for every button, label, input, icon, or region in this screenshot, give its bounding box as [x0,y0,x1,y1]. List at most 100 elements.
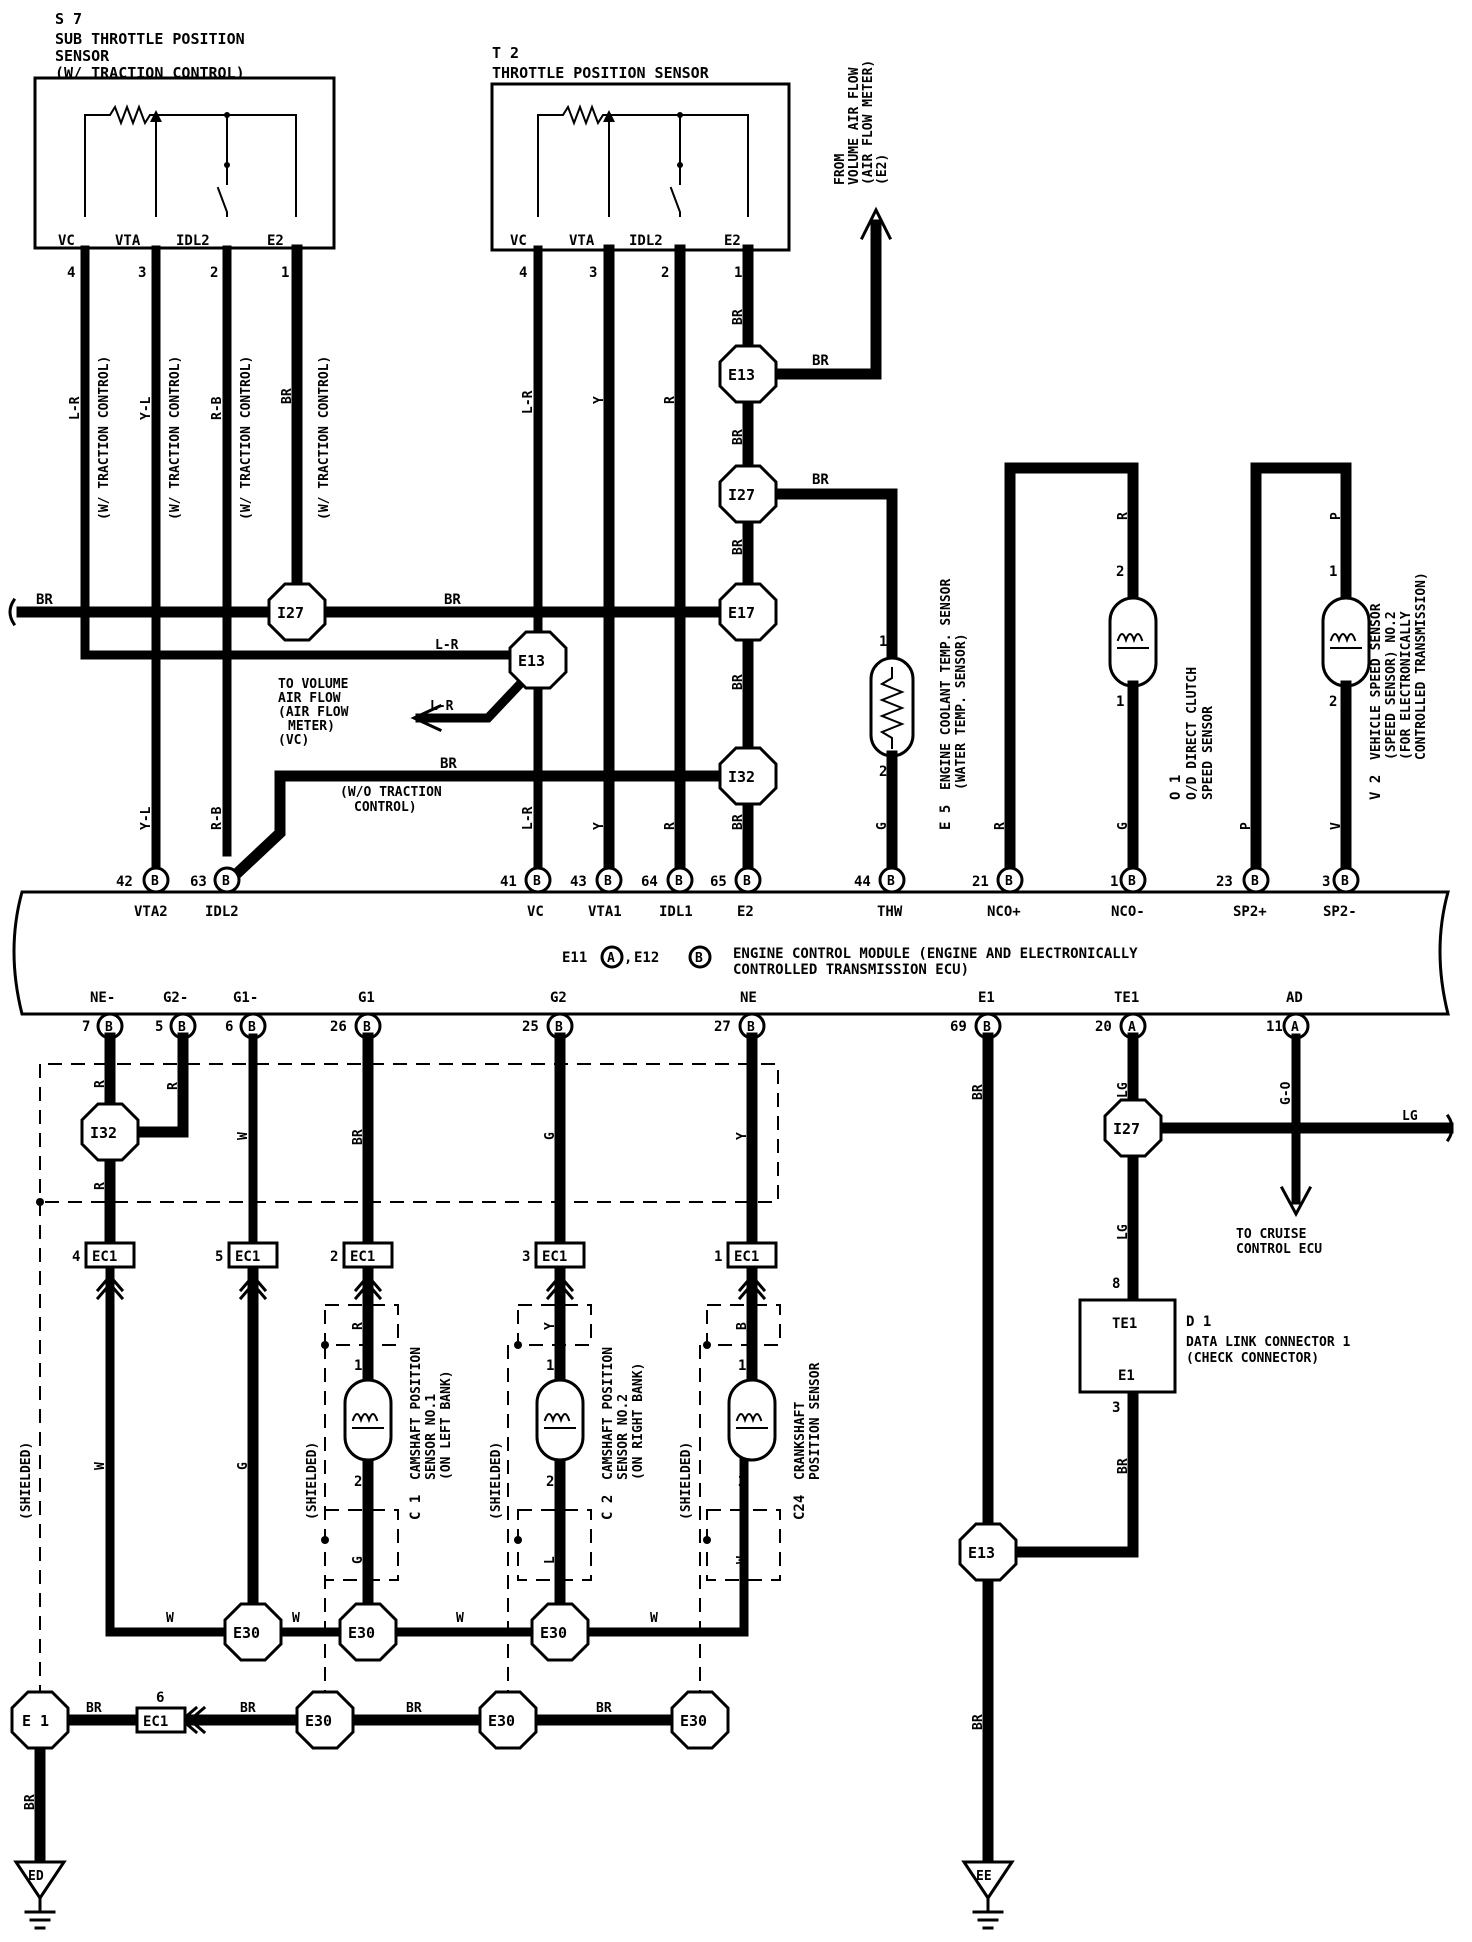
svg-text:P: P [1329,512,1344,520]
sub-throttle-sensor: S 7 SUB THROTTLE POSITION SENSOR (W/ TRA… [33,10,336,281]
svg-text:6: 6 [225,1019,233,1035]
svg-text:VEHICLE SPEED SENSOR: VEHICLE SPEED SENSOR [1369,603,1384,760]
wire-color-labels-bottom: R R R W BR G Y W G R G Y L B W BR BR BR … [23,1080,1418,1810]
svg-text:B: B [747,1020,755,1035]
svg-text:20: 20 [1095,1019,1112,1035]
svg-text:5: 5 [215,1249,223,1265]
svg-text:L-R: L-R [68,396,83,420]
svg-text:E30: E30 [305,1712,332,1730]
svg-text:C 1: C 1 [408,1495,424,1520]
svg-text:SP2-: SP2- [1323,904,1357,920]
s7-pin-idl2: IDL2 [176,233,210,249]
svg-text:METER): METER) [288,719,335,734]
svg-text:63: 63 [190,874,207,890]
svg-text:W: W [650,1611,658,1626]
svg-text:BR: BR [731,674,746,690]
svg-text:L-R: L-R [521,806,536,830]
svg-text:BR: BR [731,539,746,555]
svg-text:(SPEED SENSOR) NO.2: (SPEED SENSOR) NO.2 [1384,611,1399,760]
svg-text:L: L [543,1556,558,1564]
ground-ed: ED [13,1860,67,1930]
s7-resistor [84,104,297,217]
svg-text:A: A [1128,1020,1136,1035]
camshaft-sensor-1: 1 2 C 1 CAMSHAFT POSITION SENSOR NO.1 (O… [343,1347,454,1520]
svg-text:G-O: G-O [1279,1081,1294,1105]
svg-text:B: B [1005,874,1013,889]
svg-text:G: G [543,1132,558,1140]
s7-name: SUB THROTTLE POSITION [55,30,245,48]
svg-text:B: B [743,874,751,889]
e17-connector: E17 [728,604,755,622]
bottom-junction-connectors: I32 E30 E30 E30 E 1 E30 E30 E30 I27 E13 [10,1098,1163,1750]
svg-text:E2: E2 [737,904,754,920]
svg-text:E30: E30 [348,1624,375,1642]
svg-text:EC1: EC1 [235,1249,260,1265]
svg-text:BR: BR [280,388,295,404]
ecm-title: E11 A , E12 B ENGINE CONTROL MODULE (ENG… [562,945,1138,978]
svg-text:SPEED SENSOR: SPEED SENSOR [1201,706,1216,800]
svg-text:E30: E30 [488,1712,515,1730]
svg-text:E1: E1 [1118,1368,1135,1384]
svg-text:D 1: D 1 [1186,1314,1211,1330]
t2-pin-e2: E2 [724,233,741,249]
svg-text:E1: E1 [978,990,995,1006]
svg-text:EC1: EC1 [143,1714,168,1730]
svg-text:42: 42 [116,874,133,890]
svg-text:W: W [456,1611,464,1626]
svg-text:(ON RIGHT BANK): (ON RIGHT BANK) [631,1363,646,1480]
svg-text:R: R [1116,512,1131,520]
ecm-bottom-pin-numbers: 7 5 6 26 25 27 69 20 11 [82,1019,1283,1035]
s7-pin-e2: E2 [267,233,284,249]
svg-text:CONTROLLED TRANSMISSION ECU): CONTROLLED TRANSMISSION ECU) [733,962,969,978]
svg-text:1: 1 [1329,564,1337,580]
svg-text:E 5: E 5 [938,805,954,830]
svg-text:LG: LG [1402,1109,1418,1124]
s7-pin-vta: VTA [115,233,141,249]
svg-text:Y: Y [592,822,607,830]
svg-text:G1-: G1- [233,990,258,1006]
from-air-flow-label: FROM VOLUME AIR FLOW (AIR FLOW METER) (E… [833,60,890,185]
svg-text:Y-L: Y-L [139,396,154,420]
svg-text:65: 65 [710,874,727,890]
svg-text:BR: BR [1116,1458,1131,1474]
svg-text:1: 1 [354,1358,362,1374]
svg-text:(FOR ELECTRONICALLY: (FOR ELECTRONICALLY [1399,611,1414,760]
svg-text:TO CRUISE: TO CRUISE [1236,1227,1306,1242]
svg-text:E30: E30 [680,1712,707,1730]
svg-text:BR: BR [23,1794,38,1810]
svg-text:69: 69 [950,1019,967,1035]
svg-text:R: R [993,822,1008,830]
svg-text:R: R [663,396,678,404]
ecm-bottom-pins: B B B B B B B A A [96,1012,1310,1040]
crankshaft-sensor: 1 2 C24 CRANKSHAFT POSITION SENSOR [727,1358,823,1520]
top-junction-connectors: I27 E13 I27 E17 E13 I32 [267,344,778,806]
svg-text:G: G [1116,822,1131,830]
svg-text:LG: LG [1116,1224,1131,1240]
svg-text:DATA LINK CONNECTOR 1: DATA LINK CONNECTOR 1 [1186,1335,1351,1350]
svg-text:G: G [875,822,890,830]
t2-pin-vc: VC [510,233,527,249]
svg-text:3: 3 [522,1249,530,1265]
s7-pin-vc: VC [58,233,75,249]
svg-text:R-B: R-B [210,396,225,420]
svg-text:B: B [151,874,159,889]
svg-text:BR: BR [406,1701,422,1716]
svg-text:B: B [178,1020,186,1035]
svg-text:64: 64 [641,874,658,890]
svg-text:IDL1: IDL1 [659,904,693,920]
svg-text:L-R: L-R [430,699,454,714]
svg-text:B: B [222,874,230,889]
svg-text:3: 3 [138,265,146,281]
wire-color-labels-top: BR BR L-R L-R BR BR BR L-R Y-L R-B BR L-… [36,309,1344,830]
t2-pin-idl2: IDL2 [629,233,663,249]
svg-text:11: 11 [1266,1019,1283,1035]
svg-text:SENSOR NO.2: SENSOR NO.2 [616,1394,631,1480]
svg-text:(W/ TRACTION CONTROL): (W/ TRACTION CONTROL) [97,356,112,520]
svg-text:B: B [363,1020,371,1035]
svg-text:V: V [1329,822,1344,830]
ecm-top-pin-names: VTA2 IDL2 VC VTA1 IDL1 E2 THW NCO+ NCO- … [134,904,1357,920]
svg-text:27: 27 [714,1019,731,1035]
svg-text:L-R: L-R [521,390,536,414]
coolant-temp-sensor: 1 2 E 5 ENGINE COOLANT TEMP. SENSOR (WAT… [869,579,969,886]
svg-text:CAMSHAFT POSITION: CAMSHAFT POSITION [409,1347,424,1480]
